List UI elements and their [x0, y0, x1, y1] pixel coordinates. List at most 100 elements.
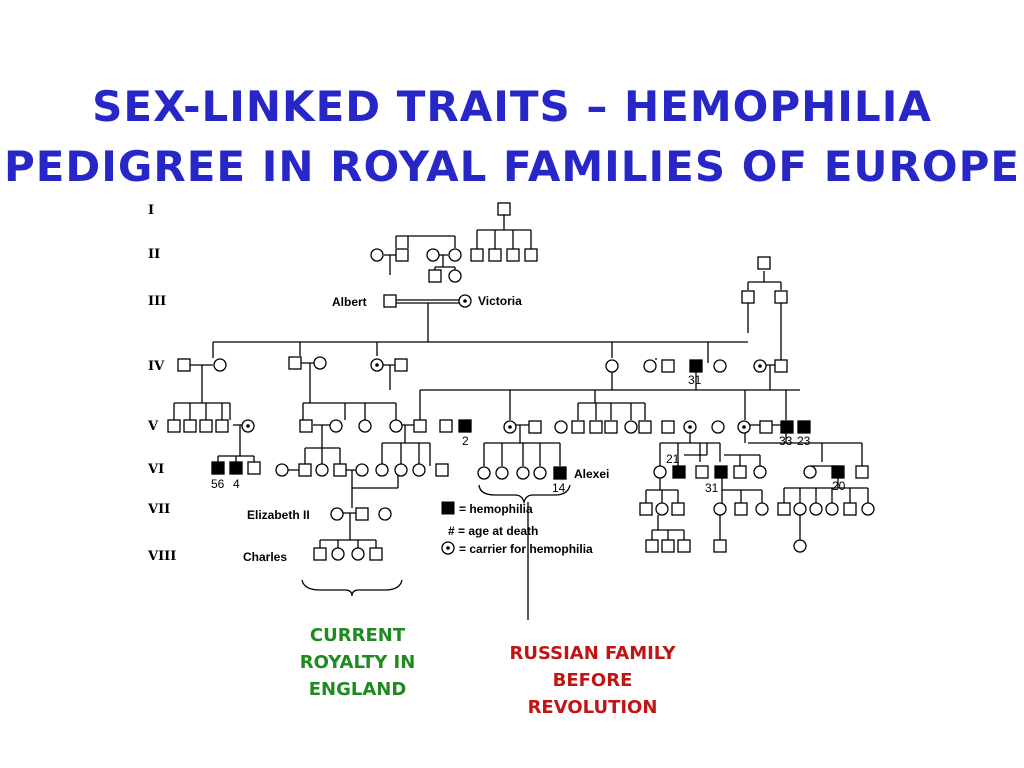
caption-russian-family: RUSSIAN FAMILY BEFORE REVOLUTION: [509, 643, 676, 718]
female-individual: [711, 420, 725, 434]
affected-male: [831, 465, 845, 479]
legend-affected-label: = hemophilia: [459, 502, 533, 516]
carrier-dot: [688, 425, 692, 429]
male-individual: [506, 248, 520, 262]
male-individual: [661, 359, 675, 373]
female-individual: [355, 463, 369, 477]
title-line-1: SEX-LINKED TRAITS – HEMOPHILIA: [92, 82, 932, 131]
male-individual: [215, 419, 229, 433]
carrier-dot: [463, 299, 467, 303]
male-individual: [671, 502, 685, 516]
female-individual: [370, 248, 384, 262]
affected-male: [211, 461, 225, 475]
female-individual: [394, 463, 408, 477]
female-individual: [643, 359, 657, 373]
male-individual: [713, 539, 727, 553]
legend: = hemophilia # = age at death = carrier …: [441, 501, 593, 556]
male-individual: [428, 269, 442, 283]
age-label: 4: [233, 477, 240, 491]
female-individual: [351, 547, 365, 561]
female-individual: [448, 269, 462, 283]
name-elizabeth: Elizabeth II: [247, 508, 310, 522]
age-label: 31: [688, 373, 702, 387]
female-individual: [358, 419, 372, 433]
male-individual: [497, 202, 511, 216]
male-individual: [247, 461, 261, 475]
male-individual: [369, 547, 383, 561]
affected-male: [458, 419, 472, 433]
male-individual: [759, 420, 773, 434]
male-individual: [439, 419, 453, 433]
female-individual: [275, 463, 289, 477]
albert-symbol: [383, 294, 397, 308]
generation-label-vii: VII: [147, 502, 170, 517]
age-labels: 31 2 33 23 56 4 14 21 31 20: [211, 373, 846, 495]
female-individual: [825, 502, 839, 516]
male-individual: [777, 502, 791, 516]
male-individual: [167, 419, 181, 433]
name-alexei: Alexei: [574, 467, 609, 481]
generation-label-i: I: [148, 203, 154, 218]
female-individual: [213, 358, 227, 372]
generation-label-vi: VI: [147, 462, 164, 477]
male-individual: [288, 356, 302, 370]
female-individual: [331, 547, 345, 561]
male-individual: [677, 539, 691, 553]
male-individual: [177, 358, 191, 372]
female-individual: [412, 463, 426, 477]
age-label: 56: [211, 477, 225, 491]
male-individual: [604, 420, 618, 434]
age-label: 31: [705, 481, 719, 495]
male-individual: [661, 539, 675, 553]
male-individual: [355, 507, 369, 521]
female-individual: [861, 502, 875, 516]
male-individual: [313, 547, 327, 561]
male-individual: [855, 465, 869, 479]
female-individual: [655, 502, 669, 516]
female-individual: [448, 248, 462, 262]
alexei-affected-male: [553, 466, 567, 480]
generation-labels: I II III IV V VI VII VIII: [147, 203, 176, 564]
female-individual: [375, 463, 389, 477]
male-individual: [298, 463, 312, 477]
age-label: 33: [779, 434, 793, 448]
male-individual: [645, 539, 659, 553]
elizabeth-symbol: [330, 507, 344, 521]
legend-age-label: # = age at death: [448, 524, 538, 538]
female-individual: [533, 466, 547, 480]
pedigree-lines: [173, 215, 869, 620]
male-individual: [843, 502, 857, 516]
female-individual: [755, 502, 769, 516]
carrier-dot: [758, 364, 762, 368]
female-individual: [477, 466, 491, 480]
female-individual: [329, 419, 343, 433]
male-individual: [661, 420, 675, 434]
age-label: 14: [552, 481, 566, 495]
female-individual: [495, 466, 509, 480]
female-individual: [605, 359, 619, 373]
female-individual: [426, 248, 440, 262]
carrier-dot: [742, 425, 746, 429]
male-individual: [413, 419, 427, 433]
generation-label-ii: II: [148, 247, 160, 262]
male-individual: [639, 502, 653, 516]
affected-male: [689, 359, 703, 373]
title-line-2: PEDIGREE IN ROYAL FAMILIES OF EUROPE: [3, 142, 1021, 191]
affected-male: [797, 420, 811, 434]
carrier-dot: [375, 363, 379, 367]
male-individual: [395, 248, 409, 262]
carrier-dot: [446, 546, 450, 550]
name-albert: Albert: [332, 295, 367, 309]
female-individual: [793, 539, 807, 553]
female-individual: [713, 502, 727, 516]
female-individual: [378, 507, 392, 521]
male-individual: [333, 463, 347, 477]
generation-label-iv: IV: [148, 359, 165, 374]
male-individual: [589, 420, 603, 434]
male-individual: [299, 419, 313, 433]
male-individual: [435, 463, 449, 477]
male-individual: [571, 420, 585, 434]
male-individual: [733, 465, 747, 479]
generation-label-v: V: [147, 419, 159, 434]
